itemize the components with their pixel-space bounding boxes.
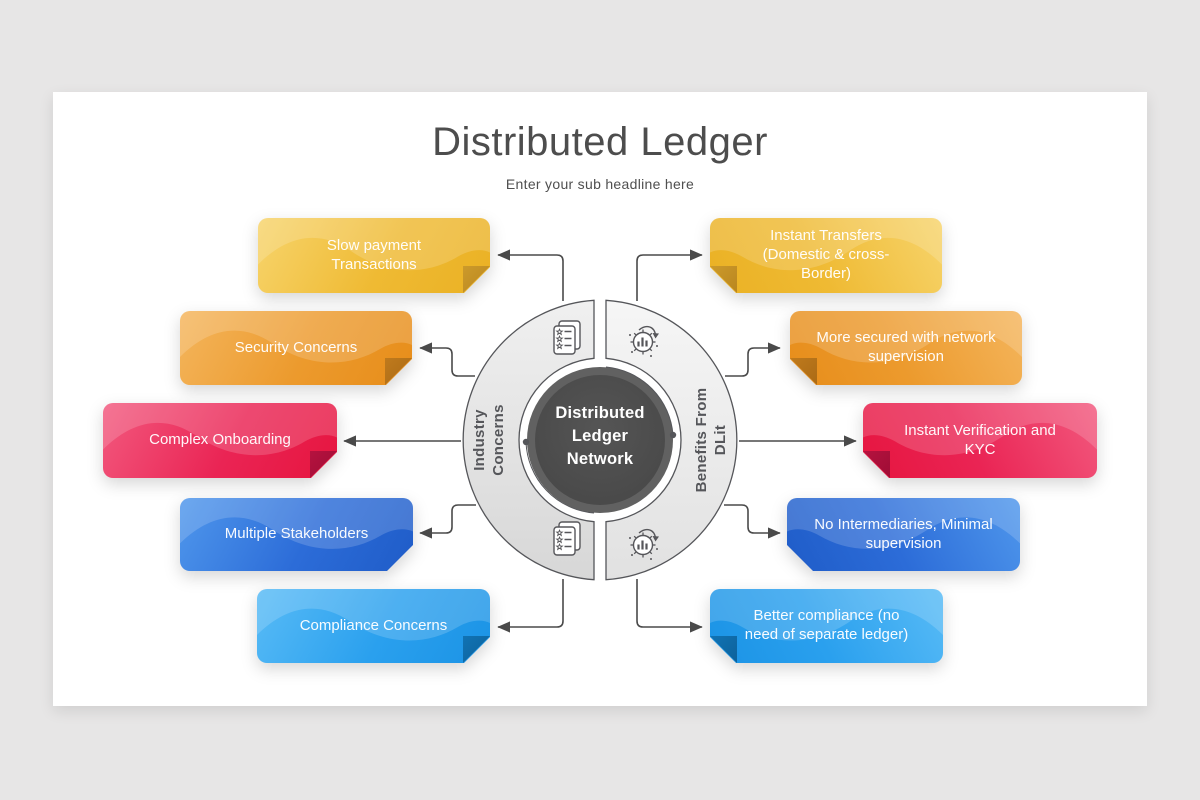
banner-complex-onboarding: Complex Onboarding	[103, 403, 337, 478]
growth-gear-icon	[629, 528, 659, 560]
arrow-top-left	[497, 249, 564, 301]
page-title: Distributed Ledger	[432, 120, 768, 164]
wave-decoration	[787, 498, 1020, 571]
banner-more-secured-network: More secured with network supervision	[790, 311, 1022, 385]
banner-better-compliance: Better compliance (no need of separate l…	[710, 589, 943, 663]
arrow-top-right	[636, 249, 703, 301]
banner-label: More secured with network supervision	[816, 329, 996, 365]
banner-label: Compliance Concerns	[299, 616, 448, 634]
banner-compliance-concerns: Compliance Concerns	[257, 589, 490, 663]
banner-label: Security Concerns	[234, 338, 358, 356]
banner-multiple-stakeholders: Multiple Stakeholders	[180, 498, 413, 571]
wave-decoration	[710, 589, 943, 663]
banner-security-concerns: Security Concerns	[180, 311, 412, 385]
checklist-icon	[553, 521, 581, 556]
arrow-mid-upper-left	[419, 342, 475, 377]
banner-slow-payment-transactions: Slow payment Transactions	[258, 218, 490, 293]
slide-canvas: Distributed Ledger Enter your sub headli…	[53, 92, 1147, 706]
wave-decoration	[710, 218, 942, 293]
ring-half-benefits	[605, 299, 738, 581]
central-donut-diagram	[462, 299, 738, 581]
growth-gear-icon	[629, 325, 659, 357]
wave-decoration	[180, 498, 413, 571]
wave-decoration	[103, 403, 337, 478]
group-label-industry-concerns: Industry Concerns	[470, 404, 508, 476]
arrow-mid-lower-left	[419, 504, 476, 539]
banner-label: No Intermediaries, Minimal supervision	[814, 515, 993, 552]
banner-instant-verification-kyc: Instant Verification and KYC	[863, 403, 1097, 478]
group-label-benefits-from-dlit: Benefits From DLit	[692, 387, 730, 493]
wave-decoration	[790, 311, 1022, 385]
center-circle	[535, 375, 665, 505]
center-circle-title: Distributed Ledger Network	[555, 404, 645, 469]
wave-decoration	[258, 218, 490, 293]
arrow-mid-lower-right	[724, 504, 781, 539]
connector-arrows	[343, 249, 857, 633]
checklist-icon	[553, 320, 581, 355]
banner-label: Slow payment Transactions	[326, 236, 422, 273]
arrow-bottom-right	[636, 579, 703, 633]
banner-instant-transfers: Instant Transfers (Domestic & cross- Bor…	[710, 218, 942, 293]
wave-decoration	[863, 403, 1097, 478]
banner-label: Instant Transfers (Domestic & cross- Bor…	[762, 227, 890, 282]
wave-decoration	[257, 589, 490, 663]
ring-half-industry	[462, 299, 595, 581]
banner-no-intermediaries: No Intermediaries, Minimal supervision	[787, 498, 1020, 571]
banner-label: Multiple Stakeholders	[224, 525, 369, 543]
arrow-bottom-left	[497, 579, 564, 633]
wave-decoration	[180, 311, 412, 385]
orbit-arcs	[522, 366, 677, 514]
banner-label: Better compliance (no need of separate l…	[744, 607, 909, 643]
arrow-mid-upper-right	[725, 342, 781, 377]
banner-label: Instant Verification and KYC	[904, 421, 1056, 458]
banner-label: Complex Onboarding	[149, 431, 291, 449]
page-subtitle: Enter your sub headline here	[505, 176, 695, 192]
